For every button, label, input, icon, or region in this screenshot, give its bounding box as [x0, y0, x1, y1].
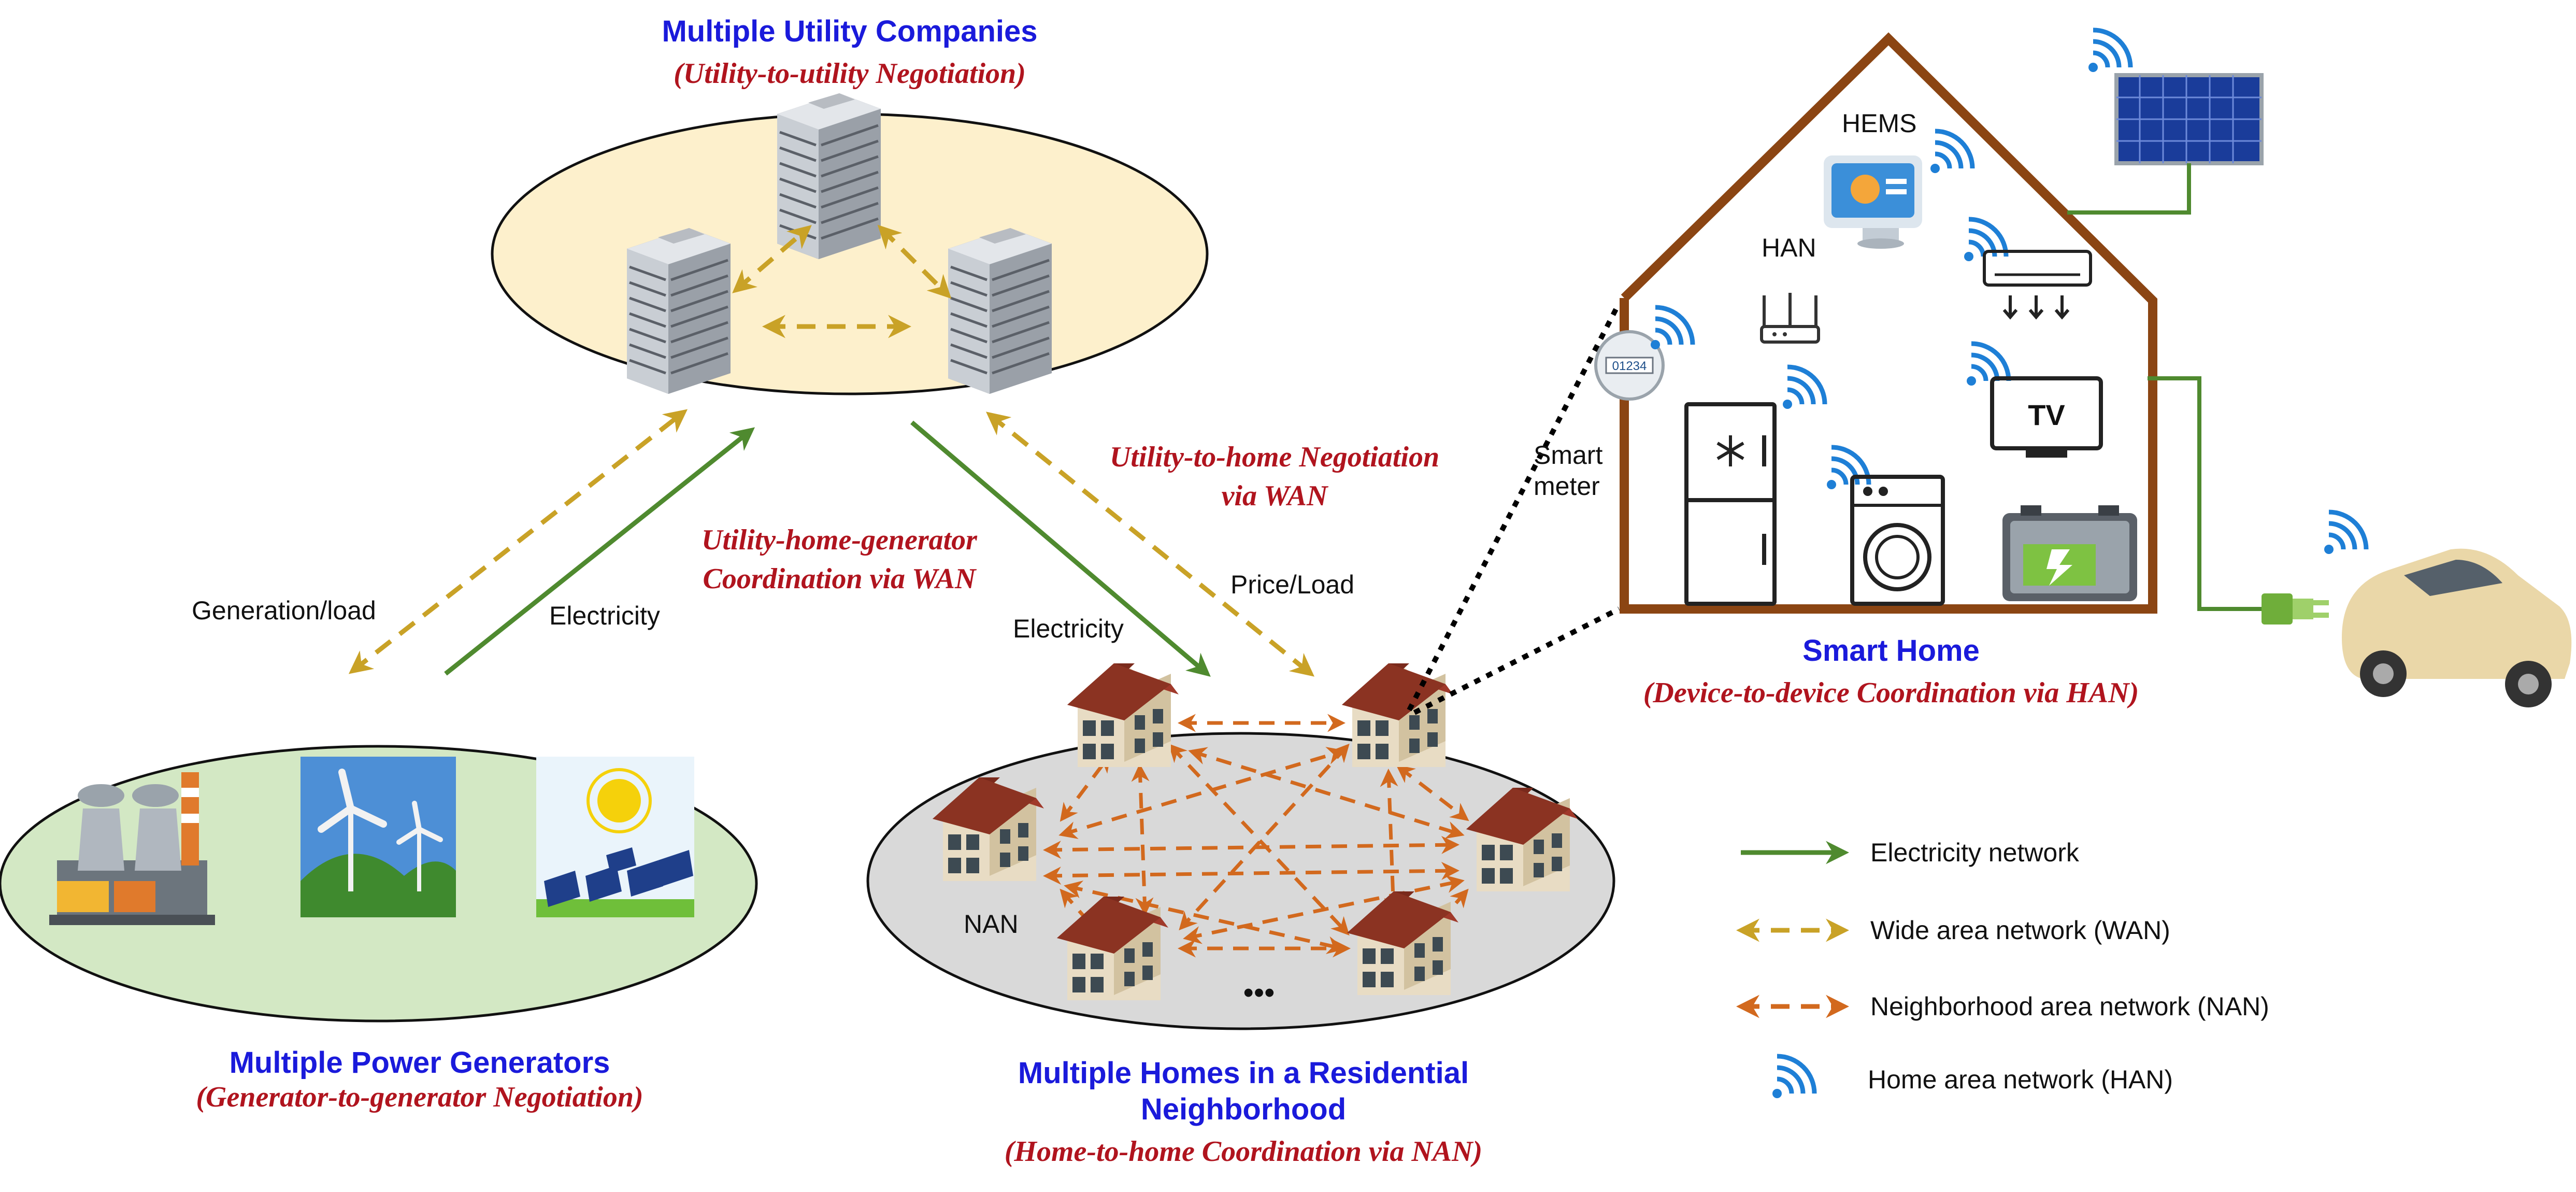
wifi-icon: [1651, 307, 1693, 349]
smart-meter-label-line2: meter: [1534, 472, 1600, 501]
smart-home-title: Smart Home: [1802, 634, 1980, 668]
electricity-link-gen-utility: [444, 427, 755, 676]
wifi-icon: [1783, 367, 1825, 409]
wifi-icon: [1930, 131, 1972, 173]
wan-link-gen-utility: [348, 409, 688, 674]
battery-icon: [2002, 505, 2137, 601]
legend-electricity-label: Electricity network: [1870, 838, 2080, 867]
utility-cluster: [491, 93, 1209, 395]
meter-display: 01234: [1612, 359, 1647, 373]
utility-building-right: [948, 228, 1052, 394]
generator-title: Multiple Power Generators: [230, 1046, 610, 1080]
air-conditioner-icon: [1983, 250, 2092, 320]
utility-title: Multiple Utility Companies: [662, 15, 1037, 48]
generator-subtitle: (Generator-to-generator Negotiation): [196, 1081, 643, 1113]
wifi-icon: [2088, 30, 2130, 72]
power-plant-icon: [49, 772, 215, 925]
wifi-icon: [2324, 512, 2366, 554]
utility-building-top: [777, 93, 881, 259]
solar-cable: [2067, 163, 2191, 215]
legend-han-swatch wifi-icon: [1772, 1056, 1814, 1098]
wifi-icon: [1827, 447, 1869, 489]
utility-building-left: [627, 228, 731, 394]
neighborhood-title-line1: Multiple Homes in a Residential: [1018, 1056, 1469, 1090]
generation-load-label: Generation/load: [192, 596, 376, 625]
smart-meter-label-line1: Smart: [1534, 441, 1602, 470]
refrigerator-icon: [1684, 402, 1777, 606]
price-load-label: Price/Load: [1230, 570, 1354, 599]
electricity-right-label: Electricity: [1013, 614, 1124, 643]
solar-farm-icon: [536, 757, 694, 917]
nan-link: [1188, 747, 1465, 839]
neighborhood-title-line2: Neighborhood: [1141, 1092, 1346, 1126]
house-outline: [1620, 32, 2157, 614]
router-icon: [1760, 293, 1820, 344]
zoom-line-upper: [1407, 302, 1622, 712]
neighborhood-cluster: NAN •••: [866, 663, 1615, 1030]
nan-link: [1183, 875, 1465, 944]
legend-nan-label: Neighborhood area network (NAN): [1870, 992, 2269, 1021]
utility-subtitle: (Utility-to-utility Negotiation): [674, 58, 1026, 90]
smart-meter-icon: 01234: [1594, 330, 1665, 401]
han-label: HAN: [1762, 233, 1816, 262]
negotiation-label-line2: via WAN: [1222, 480, 1329, 512]
smart-home: HEMS HAN: [1534, 30, 2572, 707]
negotiation-label-line1: Utility-to-home Negotiation: [1110, 441, 1439, 473]
ev-cable: [2148, 376, 2262, 611]
electricity-left-label: Electricity: [549, 601, 660, 630]
washing-machine-icon: [1850, 475, 1945, 606]
house-top-right: [1342, 663, 1453, 767]
hems-label: HEMS: [1842, 109, 1916, 138]
solar-panel-icon: [2114, 73, 2264, 165]
wan-link-utility-home: [985, 411, 1315, 677]
legend-wan-label: Wide area network (WAN): [1870, 916, 2170, 945]
ellipsis-label: •••: [1243, 976, 1275, 1010]
wan-link-util-top-right: [877, 224, 952, 299]
nan-label: NAN: [964, 910, 1019, 939]
zoom-line-lower: [1413, 606, 1621, 715]
generator-cluster: [0, 745, 758, 1023]
neighborhood-subtitle: (Home-to-home Coordination via NAN): [1005, 1136, 1482, 1168]
ev-plug-icon: [2262, 593, 2329, 625]
legend: Electricity network Wide area network (W…: [1736, 838, 2269, 1098]
legend-han-label: Home area network (HAN): [1868, 1065, 2173, 1094]
tv-label: TV: [2028, 399, 2065, 431]
coordination-label-line1: Utility-home-generator: [702, 524, 978, 556]
hems-device-icon: [1824, 155, 1922, 249]
electric-car-icon: [2342, 548, 2572, 707]
smart-home-subtitle: (Device-to-device Coordination via HAN): [1643, 677, 2139, 709]
wan-link-util-top-left: [732, 225, 812, 293]
house-top-left: [1067, 663, 1179, 767]
coordination-label-line2: Coordination via WAN: [703, 563, 978, 595]
tv-icon: [1990, 376, 2103, 458]
wind-turbine-icon: [300, 757, 456, 917]
